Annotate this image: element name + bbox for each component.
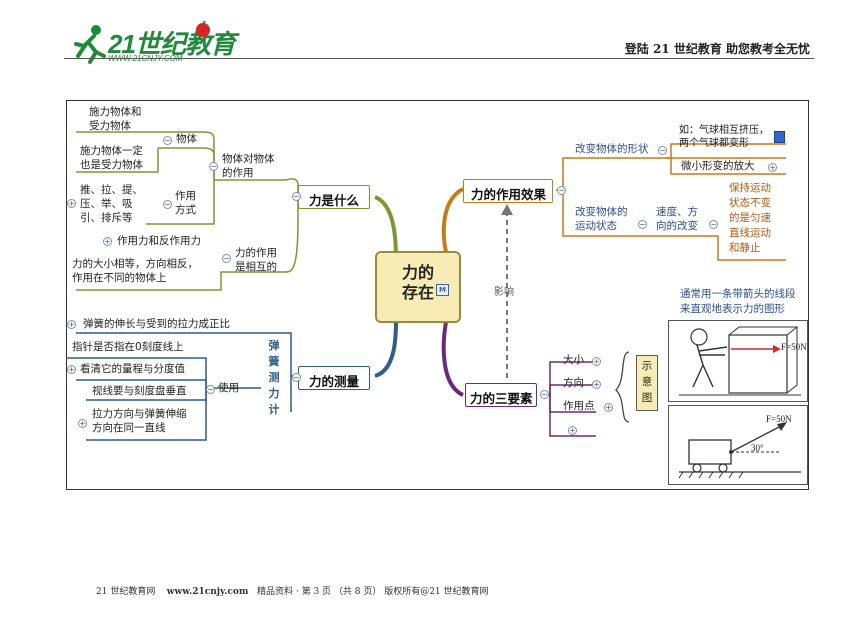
collapse-icon[interactable]: − [163,200,172,209]
branch-elements-title: 力的三要素 [470,391,533,406]
influence-label: 影响 [494,287,514,298]
collapse-icon[interactable]: − [206,385,215,394]
footer-info: 精品资料 · 第 3 页 （共 8 页） 版权所有@21 世纪教育网 [257,587,489,597]
effect-shape-label: 改变物体的形状 [575,143,649,155]
method-child: 推、拉、提、 压、举、吸 引、排斥等 [80,184,143,224]
branch-effect-node[interactable] [463,179,553,203]
expand-icon[interactable]: + [604,403,613,412]
effect-shape-child: 微小形变的放大 [681,160,755,172]
footer-site: 21 世纪教育网 [96,587,156,597]
collapse-icon[interactable]: − [658,146,667,155]
element-direction: 方向 [563,377,584,389]
push-figure-icon [679,326,801,396]
logo [70,22,220,68]
expand-icon[interactable]: + [67,320,76,329]
logo-text: 21世纪教育 [108,29,236,59]
method-group-label: 作用 方式 [175,190,196,216]
collapse-icon[interactable]: − [163,136,172,145]
use-item-1: 指针是否指在0刻度线上 [72,341,184,353]
element-magnitude: 大小 [563,354,584,366]
diagram-node-label: 示 意 图 [641,360,653,404]
apple-logo-icon [196,20,210,37]
branch-elements-node[interactable] [465,383,537,407]
force-label-1: F=50N [781,342,807,352]
expand-icon[interactable]: + [592,357,601,366]
use-group-label: 使用 [218,382,239,394]
use-item-2: 看清它的量程与分度值 [80,363,185,375]
spring-scale-label: 弹 簧 测 力 计 [268,339,280,416]
illustration-cart [668,405,808,485]
collapse-icon[interactable]: − [557,186,566,195]
effect-motion-note: 保持运动 状态不变 的是匀速 直线运动 和静止 [729,182,771,254]
expand-icon[interactable]: + [592,380,601,389]
use-item-4: 拉力方向与弹簧伸缩 方向在同一直线 [92,408,187,434]
expand-icon[interactable]: + [78,419,87,428]
mutual-child-2: 力的大小相等，方向相反， 作用在不同的物体上 [72,258,198,284]
effect-shape-note: 如：气球相互挤压， 两个气球都变形 [679,125,769,149]
branch-what-title: 力是什么 [309,193,360,208]
mutual-child-1: 作用力和反作用力 [117,235,201,247]
footer-url[interactable]: www.21cnjy.com [166,587,249,597]
collapse-icon[interactable]: − [292,192,301,201]
collapse-icon[interactable]: − [709,220,718,229]
header-divider [64,58,814,59]
branch-effect-title: 力的作用效果 [471,187,547,202]
expand-icon[interactable]: + [67,199,76,208]
collapse-icon[interactable]: − [292,373,301,382]
mindmap-frame [66,100,809,490]
effect-motion-label: 改变物体的 运动状态 [575,206,628,232]
object-child-1: 施力物体和 受力物体 [89,106,142,132]
angle-label: 30° [751,443,764,453]
effect-motion-child: 速度、方 向的改变 [656,206,698,232]
diagram-description: 通常用一条带箭头的线段 来直观地表示力的图形 [680,288,796,315]
mutual-group-label: 力的作用 是相互的 [235,247,277,273]
object-group-label: 物体 [176,133,197,145]
illustration-push [668,320,808,402]
diagram-node[interactable] [636,355,658,411]
note-icon[interactable] [774,131,785,143]
mindmap-connectors [66,131,786,441]
collapse-icon[interactable]: − [638,220,647,229]
header-slogan: 登陆 21 世纪教育 助您教考全无忧 [624,42,810,56]
effect-group-label: 物体对物体 的作用 [222,153,275,179]
object-child-2: 施力物体一定 也是受力物体 [80,145,143,171]
measure-principle: 弹簧的伸长与受到的拉力成正比 [83,318,230,330]
branch-measure-node[interactable] [298,366,370,390]
use-item-3: 视线要与刻度盘垂直 [92,385,187,397]
map-marker-icon[interactable]: M [436,284,449,296]
page-footer: 21 世纪教育网 www.21cnjy.com 精品资料 · 第 3 页 （共 … [96,584,489,597]
branch-measure-title: 力的测量 [309,374,360,389]
force-label-2: F=50N [766,414,792,424]
expand-icon[interactable]: + [67,365,76,374]
element-point: 作用点 [563,400,595,412]
collapse-icon[interactable]: − [222,254,231,263]
expand-icon[interactable]: + [768,163,777,172]
expand-icon[interactable]: + [103,237,112,246]
cart-figure-icon [678,422,801,479]
center-node-label: 力的 存在 [401,263,434,302]
collapse-icon[interactable]: − [209,162,218,171]
runner-logo-icon [74,25,106,64]
collapse-icon[interactable]: − [540,390,549,399]
expand-icon[interactable]: + [568,426,577,435]
